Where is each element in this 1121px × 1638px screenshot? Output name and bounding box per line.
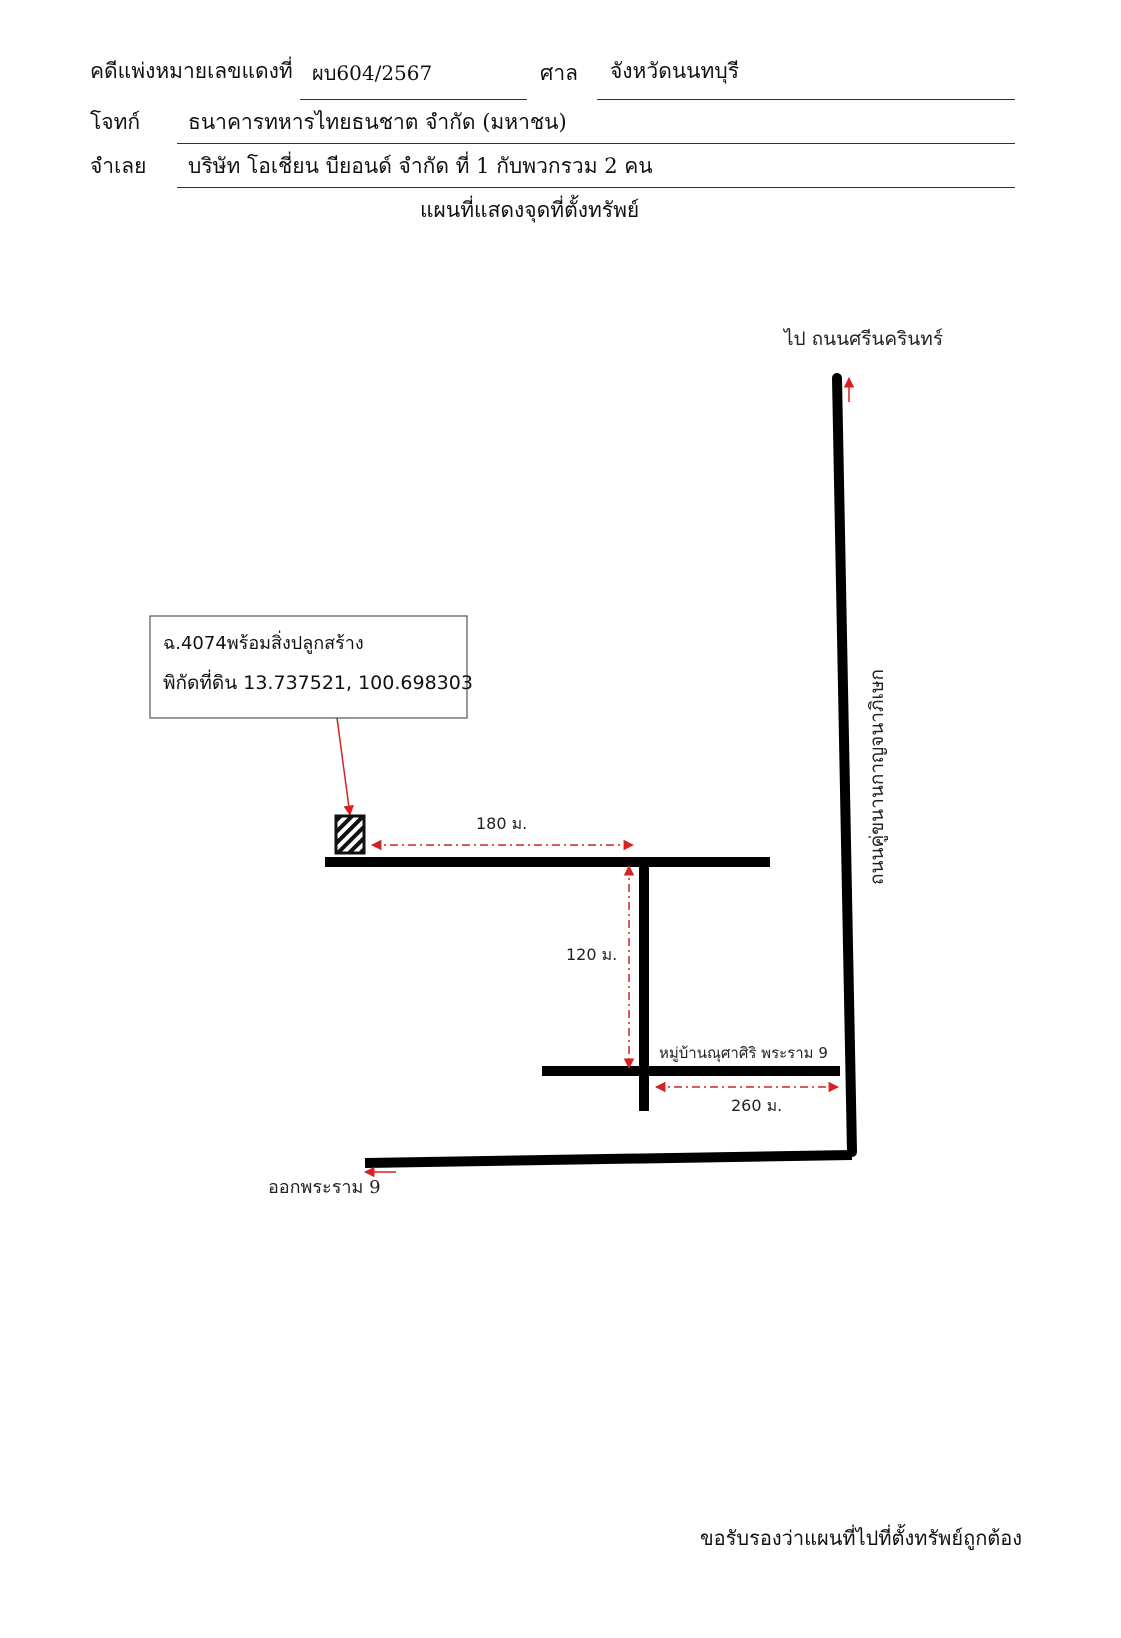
label-exit-rama9: ออกพระราม 9 xyxy=(268,1177,381,1198)
court-underline xyxy=(597,99,1015,100)
plaintiff-label: โจทก์ xyxy=(90,110,141,134)
road-kanchanaphisek xyxy=(832,373,857,1157)
case-number-label: คดีแพ่งหมายเลขแดงที่ xyxy=(90,59,293,83)
callout-box xyxy=(149,615,468,719)
court-name: จังหวัดนนทบุรี xyxy=(610,59,739,83)
label-road-vertical: ถนนคู่ขนานกาญจนาภิเษก xyxy=(866,669,888,885)
plaintiff-name: ธนาคารทหารไทยธนชาต จำกัด (มหาชน) xyxy=(188,110,567,134)
label-dist-180: 180 ม. xyxy=(476,814,527,833)
case-number-value: ผบ604/2567 xyxy=(312,61,433,85)
label-dist-120: 120 ม. xyxy=(566,945,617,964)
case-number-underline xyxy=(300,99,527,100)
certification-text: ขอรับรองว่าแผนที่ไปที่ตั้งทรัพย์ถูกต้อง xyxy=(700,1526,1023,1550)
label-dist-260: 260 ม. xyxy=(731,1096,782,1115)
callout-deed: ฉ.4074พร้อมสิ่งปลูกสร้าง xyxy=(163,633,364,654)
court-label: ศาล xyxy=(540,61,578,85)
property-marker-icon xyxy=(334,814,366,855)
defendant-label: จำเลย xyxy=(90,154,147,178)
defendant-name: บริษัท โอเชี่ยน บียอนด์ จำกัด ที่ 1 กับพ… xyxy=(188,154,653,178)
label-to-srinakarin: ไป ถนนศรีนครินทร์ xyxy=(782,328,943,350)
defendant-underline xyxy=(177,187,1015,188)
callout-coordinates: พิกัดที่ดิน 13.737521, 100.698303 xyxy=(163,672,473,694)
map-title: แผนที่แสดงจุดที่ตั้งทรัพย์ xyxy=(420,198,640,222)
road-bottom xyxy=(364,1150,853,1168)
label-village: หมู่บ้านณุศาศิริ พระราม 9 xyxy=(659,1044,828,1063)
plaintiff-underline xyxy=(177,143,1015,144)
callout-pointer xyxy=(336,717,354,817)
